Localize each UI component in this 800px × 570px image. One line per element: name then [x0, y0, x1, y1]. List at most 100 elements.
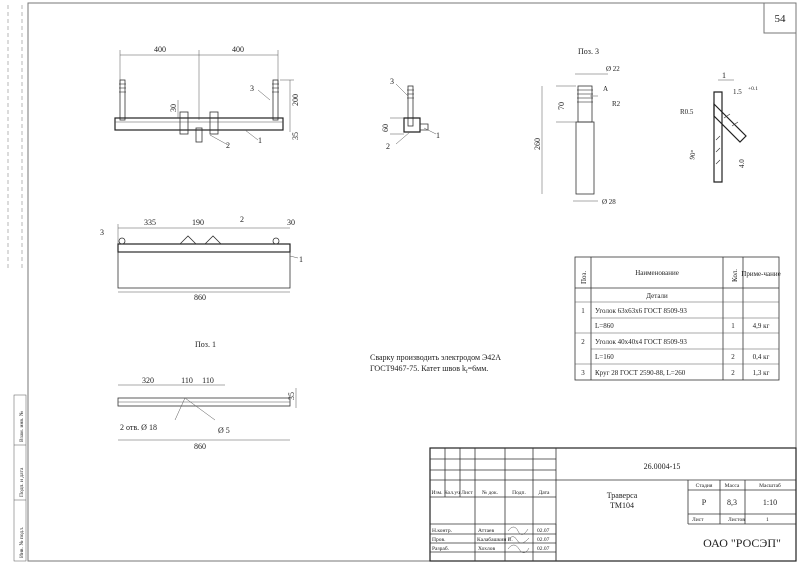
svg-text:35: 35 [291, 132, 300, 140]
mass-value: 8,3 [727, 498, 737, 507]
spec-row-pos: 2 [581, 338, 585, 346]
svg-text:Лист: Лист [692, 517, 704, 523]
section-1-view: 1 R0.5 1.5 +0.1 90° 4.0 [680, 71, 758, 183]
spec-row-note: 4,9 кг [753, 322, 770, 330]
side-view: 60 3 2 1 [381, 77, 440, 151]
svg-text:1: 1 [766, 517, 769, 523]
svg-text:60: 60 [381, 124, 390, 132]
spec-row-qty: 2 [731, 353, 735, 361]
sheet-number: 54 [775, 13, 787, 25]
svg-text:Листов: Листов [728, 517, 745, 523]
spec-header-pos: Поз. [580, 271, 588, 284]
svg-text:400: 400 [232, 45, 244, 54]
svg-text:1: 1 [436, 131, 440, 140]
date-mark: 02.07 [537, 537, 550, 543]
svg-text:A: A [603, 85, 608, 93]
svg-text:1.5: 1.5 [733, 88, 742, 96]
spec-row-name: Уголок 40х40х4 ГОСТ 8509-93 [595, 338, 687, 346]
svg-text:320: 320 [142, 376, 154, 385]
svg-text:860: 860 [194, 293, 206, 302]
sheet-frame [27, 2, 797, 562]
svg-text:200: 200 [291, 94, 300, 106]
svg-text:Кол.уч: Кол.уч [444, 490, 460, 496]
spec-row-note: 1,3 кг [753, 369, 770, 377]
svg-text:4.0: 4.0 [738, 159, 746, 168]
svg-text:Подп.: Подп. [512, 490, 526, 496]
svg-text:2: 2 [226, 141, 230, 150]
spec-row-qty: 1 [731, 322, 735, 330]
pos1-title: Поз. 1 [195, 340, 216, 349]
left-margin-stamp: Взам. инв. № Подп. и дата Инв. № подл. [7, 5, 27, 562]
note-line-1: Сварку производить электродом Э42А [370, 353, 501, 362]
spec-row-pos: 3 [581, 369, 585, 377]
svg-text:90°: 90° [688, 149, 698, 160]
spec-row-name: Уголок 63х63х6 ГОСТ 8509-93 [595, 307, 687, 315]
svg-text:Масштаб: Масштаб [759, 482, 781, 489]
svg-text:3: 3 [390, 77, 394, 86]
svg-text:№ док.: № док. [482, 490, 499, 496]
pos1-view: Поз. 1 320 110 110 35 2 отв. Ø 18 Ø 5 86… [117, 340, 297, 451]
svg-text:1: 1 [299, 255, 303, 264]
signature [507, 526, 529, 535]
svg-text:R2: R2 [612, 100, 621, 108]
spec-row-name: L=160 [595, 353, 614, 361]
organization-name: ОАО "РОСЭП" [703, 536, 781, 550]
spec-row-qty: 2 [731, 369, 735, 377]
welding-note: Сварку производить электродом Э42А ГОСТ9… [370, 353, 501, 375]
date-mark: 02.07 [537, 546, 550, 552]
svg-text:1: 1 [258, 136, 262, 145]
svg-text:110: 110 [202, 376, 214, 385]
svg-text:30: 30 [169, 104, 178, 112]
svg-text:Ø 28: Ø 28 [602, 198, 616, 206]
product-code: ТМ104 [610, 501, 634, 510]
spec-header-qty: Кол. [731, 269, 739, 282]
svg-text:30: 30 [287, 218, 295, 227]
sign-date-label: Подп. и дата [19, 467, 25, 497]
svg-text:335: 335 [144, 218, 156, 227]
svg-text:Масса: Масса [725, 483, 740, 489]
svg-text:2 отв. Ø 18: 2 отв. Ø 18 [120, 423, 157, 432]
svg-text:2: 2 [240, 215, 244, 224]
spec-row-note: 0,4 кг [753, 353, 770, 361]
svg-text:400: 400 [154, 45, 166, 54]
front-view: 400 400 30 200 35 3 2 1 [114, 45, 300, 150]
svg-text:Дата: Дата [539, 490, 551, 496]
scale-value: 1:10 [763, 498, 777, 507]
title-block: 26.0004-15 Изм. Кол.уч Лист № док. Подп.… [429, 447, 797, 562]
pos3-view: Поз. 3 Ø 22 A R2 70 260 Ø 28 [533, 47, 621, 206]
role-name: Аттаев [478, 528, 494, 534]
replace-inv-label: Взам. инв. № [19, 411, 25, 442]
svg-text:Лист: Лист [461, 490, 473, 496]
svg-text:70: 70 [557, 102, 566, 110]
svg-text:Изм.: Изм. [432, 490, 444, 496]
role-label: Н.контр. [432, 528, 453, 534]
pos3-title: Поз. 3 [578, 47, 599, 56]
svg-text:Ø 5: Ø 5 [218, 426, 230, 435]
svg-text:Стадия: Стадия [696, 483, 713, 489]
role-name: Хохлов [478, 546, 495, 552]
spec-row-name: L=860 [595, 322, 614, 330]
section-title: 1 [722, 71, 726, 80]
role-name: Калабашкин В. [477, 536, 513, 543]
role-label: Разраб. [432, 545, 450, 552]
svg-text:35: 35 [287, 392, 296, 400]
svg-text:+0.1: +0.1 [748, 86, 758, 92]
spec-row-name: Круг 28 ГОСТ 2590-88, L=260 [595, 369, 686, 377]
product-name: Траверса [607, 491, 638, 500]
drawing-code: 26.0004-15 [644, 462, 681, 471]
signature [507, 536, 530, 544]
note-line-2: ГОСТ9467-75. Катет швов kf=6мм. [370, 364, 488, 375]
plan-view: 335 190 2 30 3 1 860 [100, 215, 303, 302]
sheet-number-box [763, 2, 797, 34]
svg-text:110: 110 [181, 376, 193, 385]
stage-value: Р [702, 498, 707, 507]
svg-text:190: 190 [192, 218, 204, 227]
spec-section-title: Детали [646, 292, 668, 300]
svg-text:Ø 22: Ø 22 [606, 65, 620, 73]
svg-text:260: 260 [533, 138, 542, 150]
svg-text:3: 3 [250, 84, 254, 93]
svg-text:2: 2 [386, 142, 390, 151]
svg-text:860: 860 [194, 442, 206, 451]
